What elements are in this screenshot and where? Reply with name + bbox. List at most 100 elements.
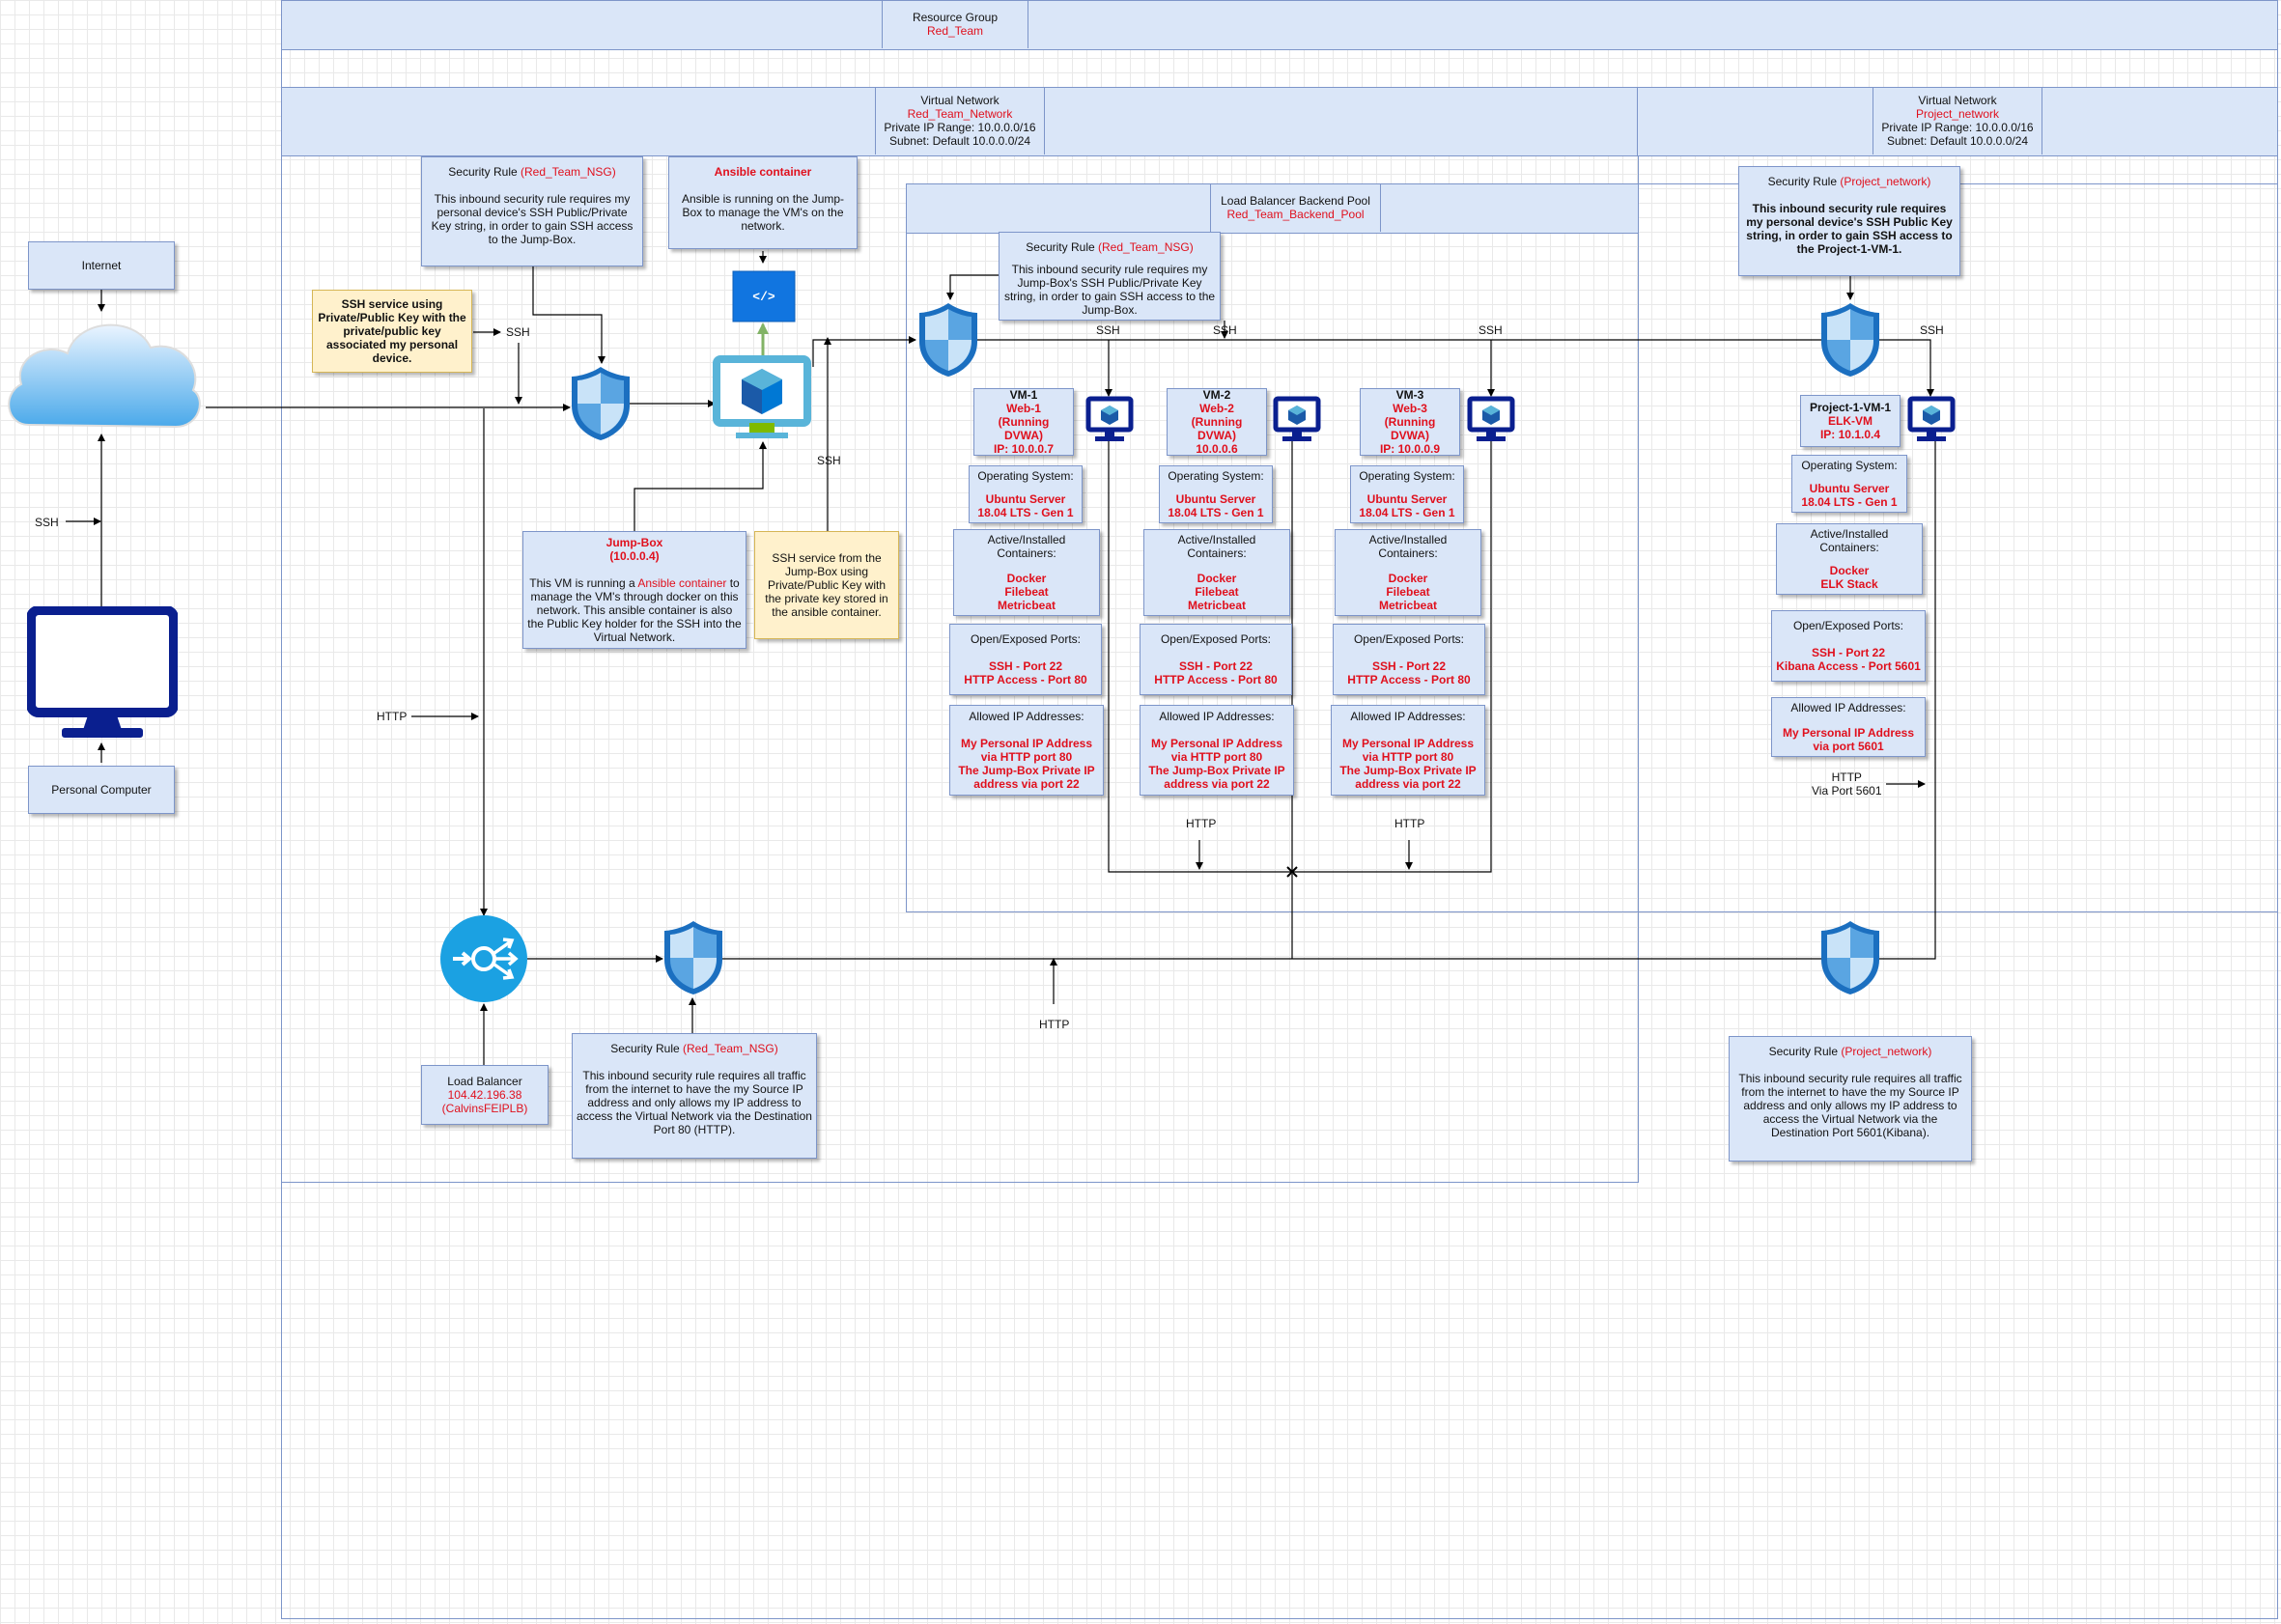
vnet-project-title-cell: Virtual Network Project_network Private … xyxy=(1873,87,2042,154)
vm3-os-box: Operating System: Ubuntu Server 18.04 LT… xyxy=(1350,465,1464,523)
security-rule-lb: Security Rule (Red_Team_NSG) This inboun… xyxy=(572,1033,817,1159)
vm1-port-ssh: SSH - Port 22 xyxy=(988,659,1063,673)
ssh-note-jumpbox: SSH service from the Jump-Box using Priv… xyxy=(754,531,899,639)
vm1-os: Ubuntu Server 18.04 LTS - Gen 1 xyxy=(977,492,1074,519)
security-rule-project-http: Security Rule (Project_network) This inb… xyxy=(1729,1036,1972,1162)
security-rule-pool-title: Security Rule xyxy=(1026,240,1098,254)
http-label-vm3: HTTP xyxy=(1394,817,1425,830)
personal-computer-icon xyxy=(27,606,178,738)
ssh-label-note: SSH xyxy=(506,325,530,339)
vm1-containers-box: Active/Installed Containers: Docker File… xyxy=(953,529,1100,616)
elk-os: Ubuntu Server 18.04 LTS - Gen 1 xyxy=(1801,482,1898,509)
vm2-containers-box: Active/Installed Containers: Docker File… xyxy=(1143,529,1290,616)
ssh-label-elk: SSH xyxy=(1920,323,1944,337)
vnet-project-subnet: Subnet: Default 10.0.0.0/24 xyxy=(1886,134,2029,148)
vm3-dvwa: (Running DVWA) xyxy=(1384,415,1436,442)
vm1-container-metricbeat: Metricbeat xyxy=(997,599,1056,612)
jumpbox-info-box: Jump-Box (10.0.0.4) This VM is running a… xyxy=(522,531,746,649)
personal-computer-label: Personal Computer xyxy=(51,783,152,797)
security-rule-jumpbox: Security Rule (Red_Team_NSG) This inboun… xyxy=(421,156,643,266)
vnet-red-subnet: Subnet: Default 10.0.0.0/24 xyxy=(888,134,1031,148)
vm1-ip-jumpbox: The Jump-Box Private IP address via port… xyxy=(958,764,1095,791)
elk-port-ssh: SSH - Port 22 xyxy=(1811,646,1886,659)
resource-group-title: Resource Group xyxy=(912,11,999,24)
elk-header-box: Project-1-VM-1 ELK-VM IP: 10.1.0.4 xyxy=(1800,395,1901,447)
elk-ip-personal: My Personal IP Address via port 5601 xyxy=(1782,726,1915,753)
vm2-ips-title: Allowed IP Addresses: xyxy=(1159,710,1275,723)
cloud-icon xyxy=(8,323,201,429)
internet-label: Internet xyxy=(81,259,122,272)
elk-containers-box: Active/Installed Containers: Docker ELK … xyxy=(1776,523,1923,595)
resource-group-name: Red_Team xyxy=(926,24,984,38)
nsg-shield-icon-project-http xyxy=(1821,921,1879,994)
resource-group-header xyxy=(281,0,2278,50)
vm2-name: VM-2 xyxy=(1202,388,1231,402)
vm3-container-metricbeat: Metricbeat xyxy=(1378,599,1438,612)
security-rule-pool: Security Rule (Red_Team_NSG) This inboun… xyxy=(999,232,1221,321)
elk-monitor-icon xyxy=(1907,396,1956,441)
vm3-os-title: Operating System: xyxy=(1359,469,1455,483)
vm1-containers-title: Active/Installed Containers: xyxy=(987,533,1066,560)
vm2-ports-box: Open/Exposed Ports: SSH - Port 22 HTTP A… xyxy=(1140,624,1292,695)
jumpbox-vm-icon xyxy=(713,355,811,438)
ssh-label-vm2: SSH xyxy=(1213,323,1237,337)
security-rule-project: Security Rule (Project_network) This inb… xyxy=(1738,166,1960,276)
http-label-5601-b: Via Port 5601 xyxy=(1812,784,1882,798)
vm1-os-box: Operating System: Ubuntu Server 18.04 LT… xyxy=(969,465,1083,523)
vm2-dvwa: (Running DVWA) xyxy=(1191,415,1243,442)
vm3-containers-title: Active/Installed Containers: xyxy=(1368,533,1448,560)
vm2-ip: 10.0.0.6 xyxy=(1196,442,1238,456)
ansible-body: Ansible is running on the Jump-Box to ma… xyxy=(681,192,845,233)
vnet-red-ip-range: Private IP Range: 10.0.0.0/16 xyxy=(884,121,1036,134)
vnet-red-name: Red_Team_Network xyxy=(907,107,1013,121)
backend-pool-name: Red_Team_Backend_Pool xyxy=(1226,208,1365,221)
vm3-port-http: HTTP Access - Port 80 xyxy=(1347,673,1471,686)
vm1-os-title: Operating System: xyxy=(977,469,1074,483)
load-balancer-icon xyxy=(440,915,527,1002)
vm3-os: Ubuntu Server 18.04 LTS - Gen 1 xyxy=(1359,492,1455,519)
vm2-container-filebeat: Filebeat xyxy=(1195,585,1239,599)
security-rule-project-title: Security Rule xyxy=(1767,175,1841,188)
ssh-note-jumpbox-text: SSH service from the Jump-Box using Priv… xyxy=(765,551,888,619)
vm3-port-ssh: SSH - Port 22 xyxy=(1371,659,1447,673)
load-balancer-title: Load Balancer xyxy=(447,1075,522,1088)
elk-ip: IP: 10.1.0.4 xyxy=(1819,428,1881,441)
vm3-container-docker: Docker xyxy=(1388,572,1428,585)
vm1-container-docker: Docker xyxy=(1006,572,1047,585)
load-balancer-name: (CalvinsFEIPLB) xyxy=(441,1102,528,1115)
vm2-container-docker: Docker xyxy=(1197,572,1237,585)
vnet-project-name: Project_network xyxy=(1915,107,2000,121)
security-rule-jumpbox-name: (Red_Team_NSG) xyxy=(521,165,616,179)
security-rule-project-name: (Project_network) xyxy=(1840,175,1931,188)
ssh-note-personal: SSH service using Private/Public Key wit… xyxy=(312,290,472,373)
http-label-5601-a: HTTP xyxy=(1831,770,1862,784)
vm3-name: VM-3 xyxy=(1395,388,1424,402)
vnet-project-title: Virtual Network xyxy=(1918,94,1997,107)
vm1-dvwa: (Running DVWA) xyxy=(998,415,1050,442)
vm2-ip-jumpbox: The Jump-Box Private IP address via port… xyxy=(1148,764,1285,791)
elk-containers-title: Active/Installed Containers: xyxy=(1810,527,1889,554)
elk-ports-title: Open/Exposed Ports: xyxy=(1792,619,1904,632)
vm1-monitor-icon xyxy=(1085,396,1134,441)
backend-pool-title: Load Balancer Backend Pool xyxy=(1221,194,1370,208)
vm1-header-box: VM-1 Web-1 (Running DVWA) IP: 10.0.0.7 xyxy=(973,388,1074,456)
vm3-ip: IP: 10.0.0.9 xyxy=(1379,442,1441,456)
vnet-red-title-cell: Virtual Network Red_Team_Network Private… xyxy=(875,87,1045,154)
elk-allowed-ips-box: Allowed IP Addresses: My Personal IP Add… xyxy=(1771,697,1926,757)
resource-group-title-cell: Resource Group Red_Team xyxy=(882,0,1028,48)
jumpbox-ip: (10.0.0.4) xyxy=(609,549,660,563)
elk-container-stack: ELK Stack xyxy=(1820,577,1878,591)
vm3-allowed-ips-box: Allowed IP Addresses: My Personal IP Add… xyxy=(1331,705,1485,796)
http-label-5601: HTTP Via Port 5601 xyxy=(1812,770,1882,798)
nsg-shield-icon-jumpbox xyxy=(572,367,630,440)
vm2-containers-title: Active/Installed Containers: xyxy=(1177,533,1256,560)
load-balancer-box: Load Balancer 104.42.196.38 (CalvinsFEIP… xyxy=(421,1065,549,1125)
vm1-ips-title: Allowed IP Addresses: xyxy=(969,710,1084,723)
jumpbox-body-2: to manage the VM's through docker on thi… xyxy=(527,576,742,644)
ansible-title: Ansible container xyxy=(714,165,812,179)
vm3-header-box: VM-3 Web-3 (Running DVWA) IP: 10.0.0.9 xyxy=(1360,388,1460,456)
vm2-ip-personal: My Personal IP Address via HTTP port 80 xyxy=(1150,737,1283,764)
vm3-monitor-icon xyxy=(1467,396,1515,441)
elk-name: Project-1-VM-1 xyxy=(1809,401,1892,414)
load-balancer-ip: 104.42.196.38 xyxy=(447,1088,522,1102)
